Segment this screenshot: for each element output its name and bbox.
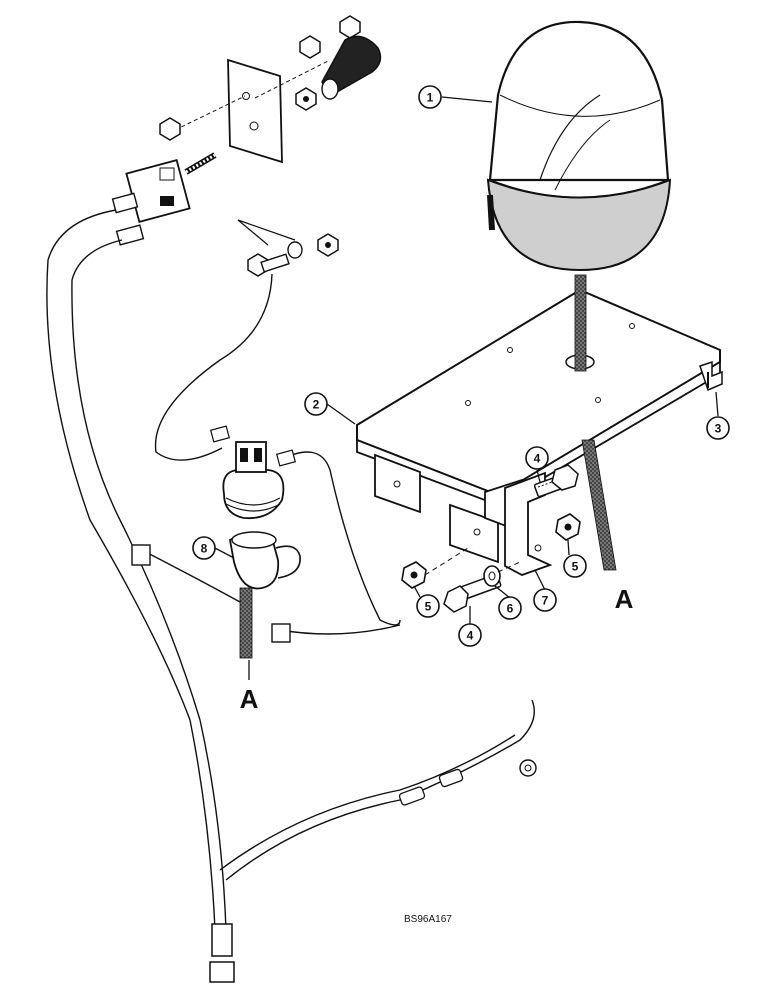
lamp-cable-upper (574, 274, 587, 372)
hardware-nut-left (401, 561, 427, 589)
callout-label: 7 (542, 594, 549, 608)
terminal (275, 449, 297, 467)
callout-label: 5 (425, 600, 432, 614)
terminal (209, 425, 231, 443)
harness-connector (398, 786, 426, 806)
callout-label: 3 (715, 422, 722, 436)
callout-5-left: 5 (416, 594, 440, 618)
callout-label: 4 (534, 452, 541, 466)
switch-panel (111, 15, 382, 246)
callout-label: 6 (507, 602, 514, 616)
callout-2: 2 (304, 392, 328, 416)
wiring-harness (46, 209, 535, 931)
harness-connector (271, 623, 291, 643)
callout-label: 1 (427, 91, 434, 105)
hardware-nut-right (555, 513, 581, 541)
mounting-plate (356, 288, 723, 507)
harness-connector-bottom (211, 923, 233, 957)
hardware-small-set (237, 219, 339, 277)
callout-3: 3 (706, 416, 730, 440)
ring-terminal-hole (524, 764, 532, 772)
pressure-switch (222, 441, 301, 659)
callout-4-upper: 4 (525, 446, 549, 470)
mounting-brackets (374, 453, 553, 576)
hardware-bolt-upper (533, 464, 579, 498)
callout-6: 6 (498, 596, 522, 620)
callout-7: 7 (533, 588, 557, 612)
leader-lines (214, 96, 719, 680)
callout-5-right: 5 (563, 554, 587, 578)
section-marker-a-right: A (615, 584, 634, 614)
callout-label: 2 (313, 398, 320, 412)
assembly-line (424, 547, 469, 576)
harness-connector (131, 544, 151, 566)
lamp-cable-lower (581, 439, 617, 571)
harness-connector (438, 768, 464, 788)
callout-label: 5 (572, 560, 579, 574)
section-marker-a-left: A (240, 684, 259, 714)
hardware-washer (483, 565, 501, 587)
callout-1: 1 (418, 85, 442, 109)
harness-connector-bottom (209, 961, 235, 983)
figure-reference-code: BS96A167 (404, 914, 452, 925)
beacon-lamp (486, 20, 672, 272)
assembly-line (497, 561, 521, 573)
callout-4-lower: 4 (458, 623, 482, 647)
callout-label: 4 (467, 629, 474, 643)
callout-label: 8 (201, 542, 208, 556)
callout-8: 8 (192, 536, 216, 560)
